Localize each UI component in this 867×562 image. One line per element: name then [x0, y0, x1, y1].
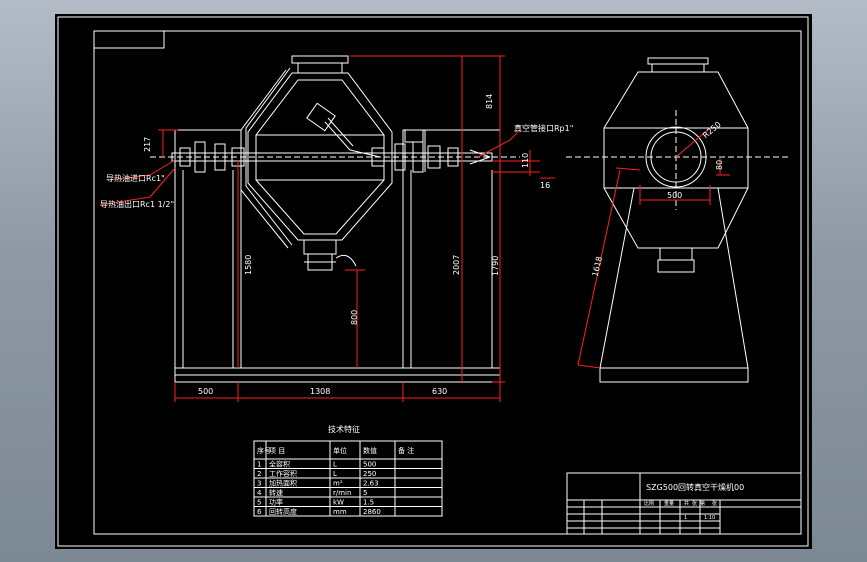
dim-500-left: 500 [198, 387, 213, 396]
spec-cell: 5 [257, 499, 261, 507]
spec-cell: 功率 [269, 498, 283, 507]
title-block-cell: 1:10 [704, 515, 715, 521]
left-stand [174, 129, 242, 369]
dim-217: 217 [143, 137, 152, 152]
label-oil-outlet: 导热油出口Rc1 1/2" [100, 199, 174, 209]
label-oil-inlet: 导热油进口Rc1" [106, 173, 165, 183]
dim-800: 800 [350, 310, 359, 325]
corner-tag-box [93, 30, 165, 49]
title-block-cell: 重量 [664, 500, 674, 507]
vessel-body [247, 72, 393, 241]
spec-cell: 5 [363, 489, 367, 497]
drawing-sheet [55, 14, 812, 549]
title-block-cell: 张 [712, 500, 717, 507]
spec-cell: 2860 [363, 508, 381, 516]
spec-cell: L [333, 461, 337, 469]
spec-cell: m² [333, 480, 343, 488]
dim-1580: 1580 [244, 255, 253, 275]
spec-cell: 工作容积 [269, 469, 297, 478]
dim-80: 80 [715, 160, 724, 170]
title-block-cell: 共 [684, 500, 689, 507]
dim-630: 630 [432, 387, 447, 396]
spec-cell: L [333, 470, 337, 478]
dim-2007: 2007 [452, 255, 461, 275]
dim-1790: 1790 [491, 256, 500, 276]
title-block-cell: 第 [700, 500, 705, 507]
spec-cell: 2 [257, 470, 261, 478]
spec-cell: 加热面积 [269, 479, 297, 488]
side-view-dimensions [577, 127, 730, 369]
side-vessel [603, 71, 749, 249]
front-view-dim-text: 814 217 1580 2007 1790 800 500 1308 630 … [100, 94, 573, 396]
dim-16: 16 [540, 181, 550, 190]
spec-cell: r/min [333, 489, 351, 497]
title-block-cell: 比例 [644, 500, 654, 507]
title-block [566, 472, 802, 535]
dim-1308: 1308 [310, 387, 330, 396]
dim-side-500: 500 [667, 191, 682, 200]
spec-table: 技术特征 序号项 目 单位 数值 备 注 1 全容积 L 500 2 工作容积 L 250 3 加热面积 m… [253, 424, 443, 517]
spec-header-cell: 项 目 [269, 447, 285, 455]
dim-814: 814 [485, 94, 494, 109]
title-block-cell: 张 [692, 500, 697, 507]
spec-header-cell: 单位 [333, 446, 347, 455]
spec-cell: 1 [257, 461, 261, 469]
front-view [150, 55, 520, 383]
spec-header-cell: 备 注 [398, 446, 414, 455]
label-vacuum-port: 真空管接口Rp1" [514, 123, 573, 133]
spec-cell: 转速 [269, 488, 283, 497]
spec-table-title: 技术特征 [328, 424, 360, 434]
dim-110: 110 [521, 153, 530, 168]
spec-cell: kW [333, 499, 344, 507]
spec-cell: 4 [257, 489, 262, 497]
side-view [566, 57, 790, 383]
spec-cell: 3 [257, 480, 261, 488]
spec-header-cell: 数值 [363, 446, 377, 455]
inner-frame [93, 30, 802, 535]
spec-cell: 500 [363, 461, 376, 469]
spec-cell: 1.5 [363, 499, 374, 507]
spec-cell: 2.63 [363, 480, 379, 488]
spec-cell: 250 [363, 470, 376, 478]
spec-cell: 6 [257, 508, 262, 516]
title-block-title: SZG500回转真空干燥机00 [646, 482, 744, 492]
spec-header-cell: 序号 [257, 446, 271, 455]
sheet-border [57, 16, 809, 547]
spec-cell: mm [333, 508, 347, 516]
spec-cell: 全容积 [269, 460, 290, 469]
dim-1618: 1618 [591, 256, 604, 278]
side-base [599, 367, 749, 383]
title-block-cell: 1 [684, 515, 687, 521]
front-view-dimensions [99, 55, 555, 402]
spec-cell: 回转高度 [269, 507, 297, 516]
